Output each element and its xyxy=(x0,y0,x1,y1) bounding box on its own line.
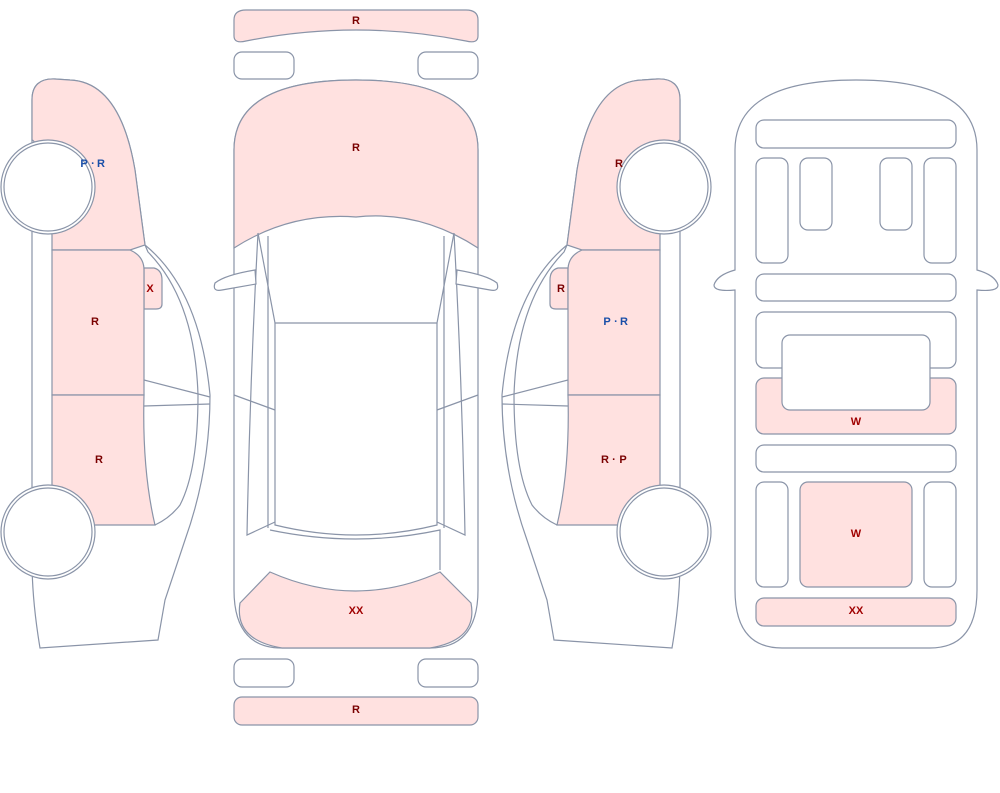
interior-rear-divider xyxy=(755,444,957,473)
interior-cargo-code: XX xyxy=(849,605,864,617)
interior-front-left-door-panel xyxy=(755,157,789,264)
svg-text:·: · xyxy=(91,158,95,170)
interior-console xyxy=(755,273,957,302)
left-mirror[interactable] xyxy=(143,267,163,310)
right-fender-code: R xyxy=(615,158,623,170)
top-rear-left-light xyxy=(233,658,295,688)
interior-driver-seat xyxy=(799,157,833,231)
left-front-wheel xyxy=(3,142,93,232)
interior-rear-left-door-panel xyxy=(755,481,789,588)
left-front-door[interactable] xyxy=(51,249,145,396)
right-front-door[interactable] xyxy=(567,249,661,396)
left-rear-wheel xyxy=(3,487,93,577)
interior-rear-seat[interactable] xyxy=(799,481,913,588)
left-rear-door[interactable] xyxy=(51,394,156,526)
right-rear-door-code-r: R xyxy=(601,454,609,466)
left-fender-code-r: R xyxy=(97,158,105,170)
top-front-bumper-code: R xyxy=(352,15,360,27)
right-rear-door[interactable] xyxy=(556,394,661,526)
interior-view: W W XX xyxy=(713,79,999,649)
top-front-right-headlight xyxy=(417,51,479,80)
right-mirror[interactable] xyxy=(549,267,569,310)
right-front-wheel xyxy=(619,142,709,232)
left-mirror-code: X xyxy=(146,283,154,295)
interior-rear-seat-code: W xyxy=(851,528,862,540)
top-front-bumper[interactable] xyxy=(233,9,479,43)
interior-front-right-door-panel xyxy=(923,157,957,264)
top-trunk[interactable] xyxy=(238,571,473,649)
left-front-door-code: R xyxy=(91,316,99,328)
top-rear-right-light xyxy=(417,658,479,688)
svg-text:·: · xyxy=(612,454,616,466)
left-side-view: P · R X R R xyxy=(0,78,211,649)
top-view: R R XX R xyxy=(213,9,499,726)
top-rear-bumper[interactable] xyxy=(233,696,479,726)
right-side-view: R R P · R R · P xyxy=(501,78,712,649)
right-front-door-code-r: R xyxy=(620,316,628,328)
interior-passenger-seat xyxy=(879,157,913,231)
right-rear-wheel xyxy=(619,487,709,577)
top-hood[interactable] xyxy=(233,79,479,250)
right-front-door-code-p: P xyxy=(603,316,610,328)
interior-dashboard xyxy=(755,119,957,149)
top-rear-bumper-code: R xyxy=(352,704,360,716)
left-rear-door-code: R xyxy=(95,454,103,466)
interior-sunroof xyxy=(781,334,931,411)
top-left-mirror xyxy=(213,269,257,291)
right-mirror-code: R xyxy=(557,283,565,295)
top-trunk-code: XX xyxy=(349,605,364,617)
svg-text:·: · xyxy=(614,316,618,328)
interior-rear-right-door-panel xyxy=(923,481,957,588)
top-front-left-headlight xyxy=(233,51,295,80)
interior-cargo[interactable] xyxy=(755,597,957,627)
top-hood-code: R xyxy=(352,142,360,154)
right-rear-door-code-p: P xyxy=(619,454,626,466)
top-right-mirror xyxy=(455,269,499,291)
left-fender-code-p: P xyxy=(80,158,87,170)
interior-mid-panel-code: W xyxy=(851,416,862,428)
